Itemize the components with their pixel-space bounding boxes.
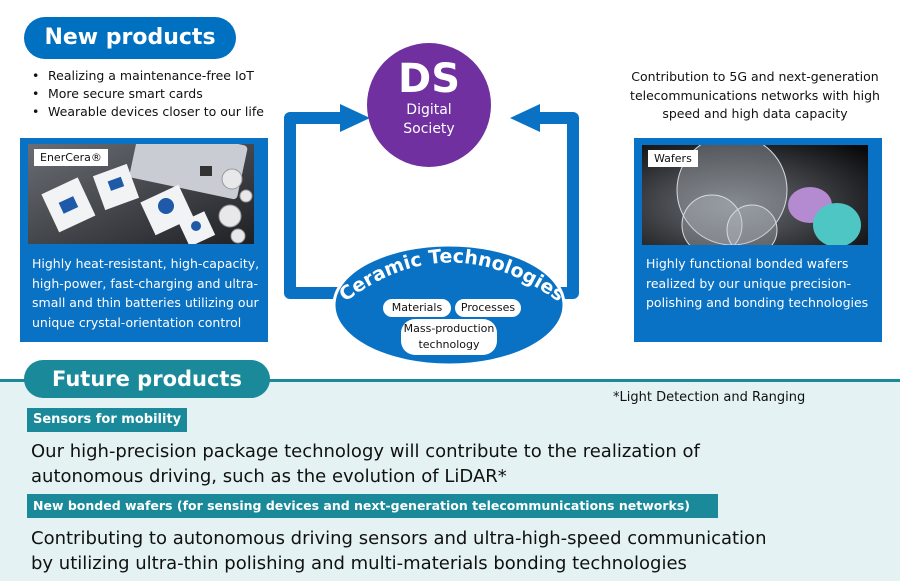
wafers-tag: Wafers: [648, 150, 698, 167]
ds-line2: Society: [403, 121, 455, 137]
bonded-wafers-line1: Contributing to autonomous driving senso…: [31, 528, 767, 549]
chip-mass-production: Mass-production technology: [401, 319, 497, 355]
digital-society-circle: DS Digital Society: [367, 43, 491, 167]
enercera-description: Highly heat-resistant, high-capacity, hi…: [32, 256, 260, 330]
sensors-label: Sensors for mobility: [27, 408, 188, 432]
new-products-heading: New products: [24, 17, 236, 59]
lidar-footnote: *Light Detection and Ranging: [613, 390, 806, 405]
telecom-intro-text: Contribution to 5G and next-generation t…: [630, 69, 880, 121]
battery-product-image: EnerCera®: [28, 144, 254, 244]
arrow-left-icon: [510, 104, 540, 132]
enercera-card: EnerCera® Highly heat-resistant, high-ca…: [20, 138, 268, 342]
bonded-wafers-line2: by utilizing ultra-thin polishing and mu…: [31, 553, 687, 574]
ds-line1: Digital: [406, 102, 452, 118]
new-products-bullets: Realizing a maintenance-free IoT More se…: [30, 67, 264, 121]
arrow-right-icon: [340, 104, 370, 132]
chip-processes: Processes: [455, 299, 521, 317]
chip-materials: Materials: [383, 299, 451, 317]
future-products-heading: Future products: [24, 360, 270, 398]
bullet-item: More secure smart cards: [30, 85, 264, 103]
sensors-line1: Our high-precision package technology wi…: [31, 441, 700, 462]
enercera-tag: EnerCera®: [34, 149, 108, 166]
ds-abbreviation: DS: [397, 56, 460, 102]
wafers-card: Wafers Highly functional bonded wafers r…: [634, 138, 882, 342]
sensors-line2: autonomous driving, such as the evolutio…: [31, 466, 507, 487]
connector-arrows: Ceramic Technologies: [284, 104, 579, 367]
wafers-product-image: Wafers: [642, 145, 868, 245]
bullet-item: Wearable devices closer to our life: [30, 103, 264, 121]
wafers-description: Highly functional bonded wafers realized…: [646, 256, 869, 310]
bullet-item: Realizing a maintenance-free IoT: [30, 67, 264, 85]
left-bracket-arrow: [284, 112, 345, 299]
bonded-wafers-label: New bonded wafers (for sensing devices a…: [27, 494, 718, 518]
